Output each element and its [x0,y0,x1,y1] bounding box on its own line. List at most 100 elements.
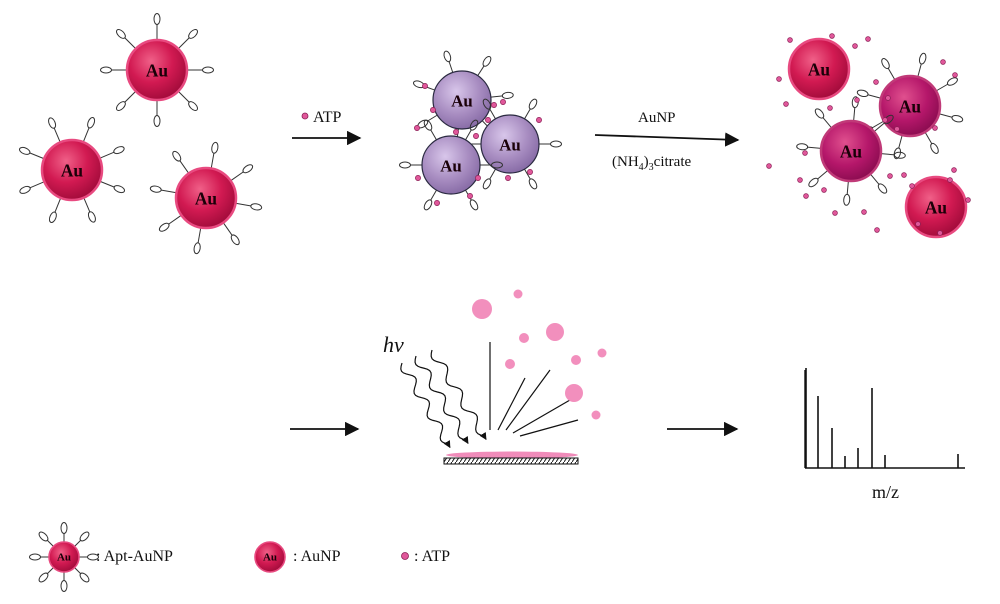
au-nanoparticle: Au [856,52,964,160]
atp-molecule [937,230,943,236]
ion [519,333,529,343]
au-label: Au [499,135,521,154]
atp-molecule [940,59,946,65]
ion [571,355,581,365]
au-nanoparticle: Au [904,175,968,239]
atp-molecule [915,221,921,227]
au-label: Au [808,60,831,80]
atp-molecule [882,117,888,123]
atp-molecule [475,175,481,181]
au-label: Au [146,61,169,81]
legend-apt-aunp-icon: Au [29,522,99,592]
atp-molecule [952,72,958,78]
atp-molecule [965,197,971,203]
ion [546,323,564,341]
au-nanoparticle: Au [100,13,214,127]
arrow-step2-bottom-label: (NH4)3citrate [612,154,691,173]
legend-aunp-icon: Au [254,541,286,573]
atp-dot-icon [301,112,309,120]
au-label: Au [840,142,863,162]
legend-atp-label: : ATP [414,548,450,565]
spectrum-peaks [805,368,959,468]
legend: Au : Apt-AuNP Au : AuNP : ATP [29,522,450,592]
au-label: Au [57,551,71,563]
atp-molecule [536,117,542,123]
atp-molecule [873,79,879,85]
au-label: Au [61,161,84,181]
arrow-step2: AuNP (NH4)3citrate [594,110,740,173]
atp-molecule [854,97,860,103]
ion-plume [472,289,607,437]
atp-molecule [802,150,808,156]
au-label: Au [195,189,218,209]
atp-molecule [766,163,772,169]
au-nanoparticle: Au [399,119,503,211]
atp-molecule [909,183,915,189]
ion [513,289,523,299]
spectrum-xlabel: m/z [872,482,899,502]
atp-molecule [453,129,459,135]
atp-molecule [783,101,789,107]
ion [597,348,607,358]
au-nanoparticle: Au [18,116,126,224]
arrow-step2-top-label: AuNP [638,110,676,126]
atp-molecule [803,193,809,199]
atp-molecule [932,125,938,131]
atp-molecule [415,175,421,181]
atp-molecule [467,193,473,199]
atp-molecule [776,76,782,82]
atp-molecule [832,210,838,216]
au-label: Au [899,97,922,117]
atp-molecule [894,126,900,132]
au-label: Au [440,156,462,175]
atp-molecule [821,187,827,193]
au-nanoparticle: Au [796,96,906,206]
au-nanoparticle: Au [149,141,263,255]
laser-label: hν [383,332,404,357]
sample-spot [446,451,578,459]
atp-molecule [485,117,491,123]
au-label: Au [925,198,948,218]
ion [565,384,583,402]
arrow-step1: ATP [292,109,362,146]
legend-atp-icon [401,552,409,560]
atp-molecule [852,43,858,49]
atp-molecule [787,37,793,43]
ion [591,410,601,420]
atp-molecule [491,102,497,108]
atp-molecule [829,33,835,39]
sample-plate [443,457,579,465]
atp-molecule [861,209,867,215]
atp-molecule [827,105,833,111]
atp-molecule [947,177,953,183]
atp-molecule [500,99,506,105]
atp-molecule [473,133,479,139]
atp-molecule [887,173,893,179]
atp-molecule [901,172,907,178]
laser-wave-icon [400,349,487,449]
ldi-process: hν [383,289,607,465]
arrow-step1-label: ATP [313,109,342,126]
legend-apt-aunp-label: : Apt-AuNP [96,548,173,565]
atp-molecule [527,169,533,175]
atp-molecule [505,175,511,181]
atp-molecule [414,125,420,131]
atp-molecule [422,83,428,89]
ion [472,299,492,319]
atp-molecule [865,36,871,42]
atp-molecule [430,107,436,113]
au-label: Au [451,91,473,110]
atp-molecule [797,177,803,183]
atp-molecule [951,167,957,173]
legend-apt-aunp: Au [29,522,99,592]
legend-aunp-label: : AuNP [293,548,341,565]
ion [505,359,515,369]
atp-molecule [874,227,880,233]
au-nanoparticle: Au [787,37,851,101]
legend-aunp: Au [254,541,286,573]
atp-molecule [434,200,440,206]
